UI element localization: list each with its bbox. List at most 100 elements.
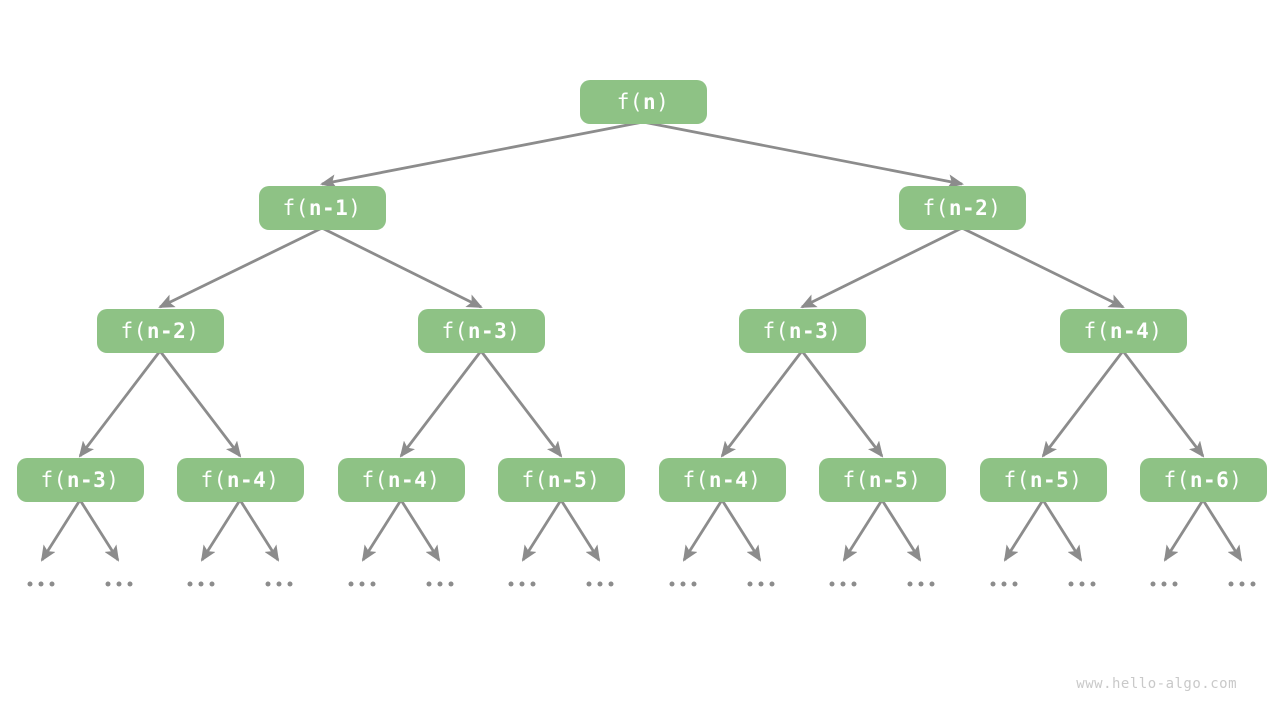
ellipsis-leaf [187,581,215,587]
ellipsis-dot [1239,581,1245,587]
node-label: f(n-2) [120,318,200,343]
edge-arrow [961,226,1125,309]
edge-arrow [320,120,644,189]
ellipsis-dot [769,581,775,587]
ellipsis-dot [680,581,686,587]
ellipsis-leaf [265,581,293,587]
ellipsis-dot [1161,581,1167,587]
ellipsis-dot [990,581,996,587]
ellipsis-leaf [1150,581,1178,587]
ellipsis-dot [127,581,133,587]
ellipsis-dot [276,581,282,587]
ellipsis-dot [1090,581,1096,587]
leaf-edge-arrow [238,499,280,562]
ellipsis-leaf [426,581,454,587]
ellipsis-dot [370,581,376,587]
node-label: f(n) [616,89,670,114]
ellipsis-dot [669,581,675,587]
ellipsis-dot [116,581,122,587]
ellipsis-dot [348,581,354,587]
ellipsis-leaf [105,581,133,587]
tree-node: f(n-4) [1059,309,1187,353]
ellipsis-leaf [829,581,857,587]
ellipsis-dot [747,581,753,587]
ellipsis-dot [829,581,835,587]
edge-arrow [399,350,483,458]
ellipsis-dot [359,581,365,587]
leaf-edge-arrow [1201,499,1243,562]
ellipsis-leaf [990,581,1018,587]
ellipsis-dot [840,581,846,587]
ellipsis-dot [918,581,924,587]
edge-arrow [78,350,162,458]
leaf-edge-arrow [361,499,403,562]
tree-node: f(n-5) [497,458,625,502]
ellipsis-dot [691,581,697,587]
ellipsis-leaf [907,581,935,587]
ellipsis-dot [49,581,55,587]
ellipsis-leaf [669,581,697,587]
tree-node: f(n-4) [658,458,786,502]
leaf-edge-arrow [682,499,724,562]
ellipsis-dot [907,581,913,587]
leaf-edge-arrow [842,499,884,562]
ellipsis-leaf [348,581,376,587]
ellipsis-dot [448,581,454,587]
ellipsis-dot [519,581,525,587]
ellipsis-dot [187,581,193,587]
leaf-edge-arrow [521,499,563,562]
tree-node: f(n-2) [96,309,224,353]
edge-arrow [800,350,884,458]
edge-arrow [1121,350,1205,458]
ellipsis-leaf [747,581,775,587]
ellipsis-dot [530,581,536,587]
ellipsis-dot [929,581,935,587]
ellipsis-dot [758,581,764,587]
edge-arrow [642,120,964,189]
ellipsis-leaf [508,581,536,587]
watermark-text: www.hello-algo.com [1076,676,1237,692]
node-label: f(n-3) [40,467,120,492]
node-label: f(n-4) [200,467,280,492]
ellipsis-dot [608,581,614,587]
node-label: f(n-6) [1163,467,1243,492]
node-label: f(n-5) [1003,467,1083,492]
leaf-edge-arrow [78,499,120,562]
leaf-edge-arrow [559,499,601,562]
ellipsis-dot [27,581,33,587]
leaf-edge-arrow [200,499,242,562]
leaf-edge-arrow [1041,499,1083,562]
tree-node: f(n-2) [898,186,1026,230]
ellipsis-dot [437,581,443,587]
ellipsis-dot [1172,581,1178,587]
leaf-edge-arrow [1163,499,1205,562]
ellipsis-leaf [586,581,614,587]
ellipsis-dot [597,581,603,587]
tree-node: f(n-4) [337,458,465,502]
node-label: f(n-5) [842,467,922,492]
ellipsis-dot [198,581,204,587]
node-label: f(n-3) [762,318,842,343]
ellipsis-dot [1228,581,1234,587]
edge-arrow [321,226,483,309]
ellipsis-leaf [1068,581,1096,587]
leaf-edge-arrow [1003,499,1045,562]
node-label: f(n-2) [922,195,1002,220]
tree-node: f(n-5) [818,458,946,502]
tree-node: f(n-6) [1139,458,1267,502]
ellipsis-dot [508,581,514,587]
ellipsis-dot [1150,581,1156,587]
ellipsis-dot [1012,581,1018,587]
tree-node: f(n-3) [738,309,866,353]
node-label: f(n-4) [361,467,441,492]
ellipsis-leaf [1228,581,1256,587]
ellipsis-dot [38,581,44,587]
edge-arrow [720,350,804,458]
leaf-edge-arrow [880,499,922,562]
ellipsis-dot [265,581,271,587]
leaf-edge-arrow [40,499,82,562]
node-label: f(n-4) [1083,318,1163,343]
ellipsis-dot [209,581,215,587]
